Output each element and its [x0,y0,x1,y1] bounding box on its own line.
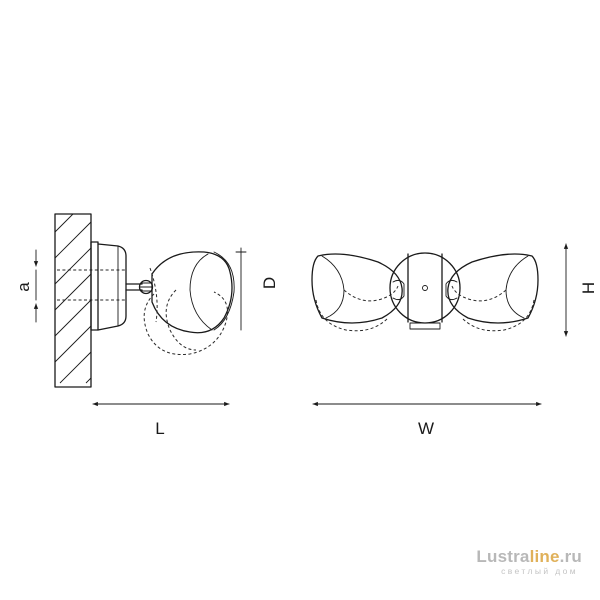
dimension-L: L [92,401,230,438]
watermark-brand-tld: .ru [559,547,582,566]
shade-right [447,253,539,332]
dimension-H: H [563,243,598,337]
watermark-brand: Lustraline.ru [476,548,582,566]
watermark-brand-main: Lustra [476,547,530,566]
lustraline-watermark: Lustraline.ru светлый дом [476,548,582,577]
shade-left [311,253,403,332]
swivel-joint [125,279,154,295]
dimension-a: a [14,249,39,323]
shade-side [151,251,235,334]
canopy [90,241,127,331]
side-view: a [14,213,279,438]
dimension-W: W [312,401,542,438]
watermark-tagline: светлый дом [501,566,578,576]
dimension-label-L: L [155,419,164,438]
dimension-label-a: a [14,282,33,292]
dimension-label-H: H [579,282,598,294]
center-body [389,252,461,330]
watermark-brand-accent: line [529,547,560,566]
dimension-label-W: W [418,419,434,438]
dimension-label-D: D [260,277,279,289]
front-view: H W [311,243,598,438]
dimension-D: D [235,247,279,331]
shade-side-tilted [143,267,228,356]
